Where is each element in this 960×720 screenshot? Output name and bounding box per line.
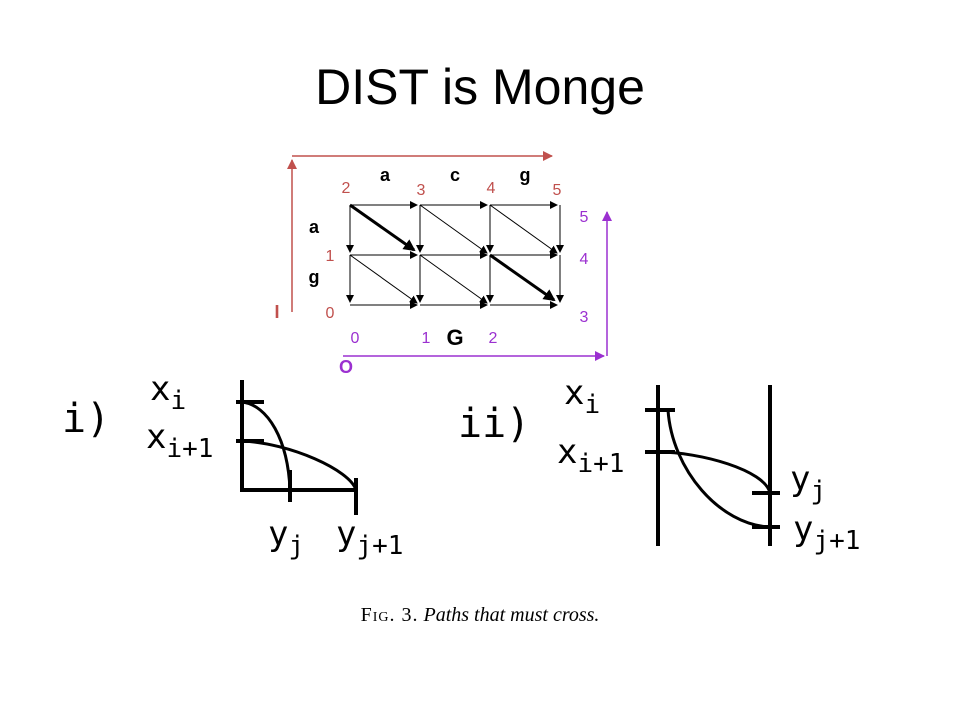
figure-i-drawing [236, 380, 358, 515]
output-arrows [343, 211, 612, 361]
caption-text: Paths that must cross. [423, 604, 600, 626]
alignment-grid: a c g a g 2 3 4 5 1 0 I 5 4 3 0 1 2 O G [274, 151, 612, 377]
input-arrows [287, 151, 553, 312]
figure-ii: ii) xi xi+1 yj yj+1 [458, 373, 860, 556]
right-number-1: 4 [580, 251, 589, 268]
top-letter-a: a [380, 165, 391, 185]
label-G: G [446, 325, 463, 350]
label-O: O [339, 357, 353, 377]
left-number-1: 0 [326, 305, 335, 322]
grid-diagonal-edges [349, 204, 558, 304]
right-number-2: 3 [580, 309, 589, 326]
top-number-3: 5 [553, 182, 562, 199]
top-number-2: 4 [487, 180, 496, 197]
figure-i-xi-label: xi [150, 369, 186, 416]
figure-i-yj1-label: yj+1 [336, 514, 403, 561]
grid-horizontal-edges [350, 201, 558, 309]
left-letter-g: g [309, 267, 320, 287]
top-number-0: 2 [342, 180, 351, 197]
slide-title: DIST is Monge [315, 59, 645, 115]
top-number-1: 3 [417, 182, 426, 199]
figure-i-label: i) [62, 396, 110, 442]
left-letter-a: a [309, 217, 320, 237]
figure-ii-yj-label: yj [790, 459, 826, 506]
label-I: I [274, 302, 279, 322]
top-letter-c: c [450, 165, 460, 185]
figure-i-yj-label: yj [268, 514, 304, 561]
top-letter-g: g [520, 165, 531, 185]
figure-ii-drawing [645, 385, 780, 546]
bottom-number-0: 0 [351, 330, 360, 347]
figure-ii-xi1-label: xi+1 [557, 432, 624, 479]
figure-i-xi1-label: xi+1 [146, 417, 213, 464]
figure-ii-yj1-label: yj+1 [793, 509, 860, 556]
caption-fig-number: Fig. 3. [360, 604, 419, 626]
right-number-0: 5 [580, 209, 589, 226]
bottom-number-2: 2 [489, 330, 498, 347]
figure-ii-label: ii) [458, 401, 530, 447]
grid-highlighted-path [349, 203, 556, 302]
grid-vertical-edges [346, 205, 564, 303]
figure-ii-xi-label: xi [564, 373, 600, 420]
figure-i: i) xi xi+1 yj yj+1 [62, 369, 403, 561]
bottom-number-1: 1 [422, 330, 431, 347]
figure-caption: Fig. 3. Paths that must cross. [0, 604, 960, 627]
left-number-0: 1 [326, 248, 335, 265]
